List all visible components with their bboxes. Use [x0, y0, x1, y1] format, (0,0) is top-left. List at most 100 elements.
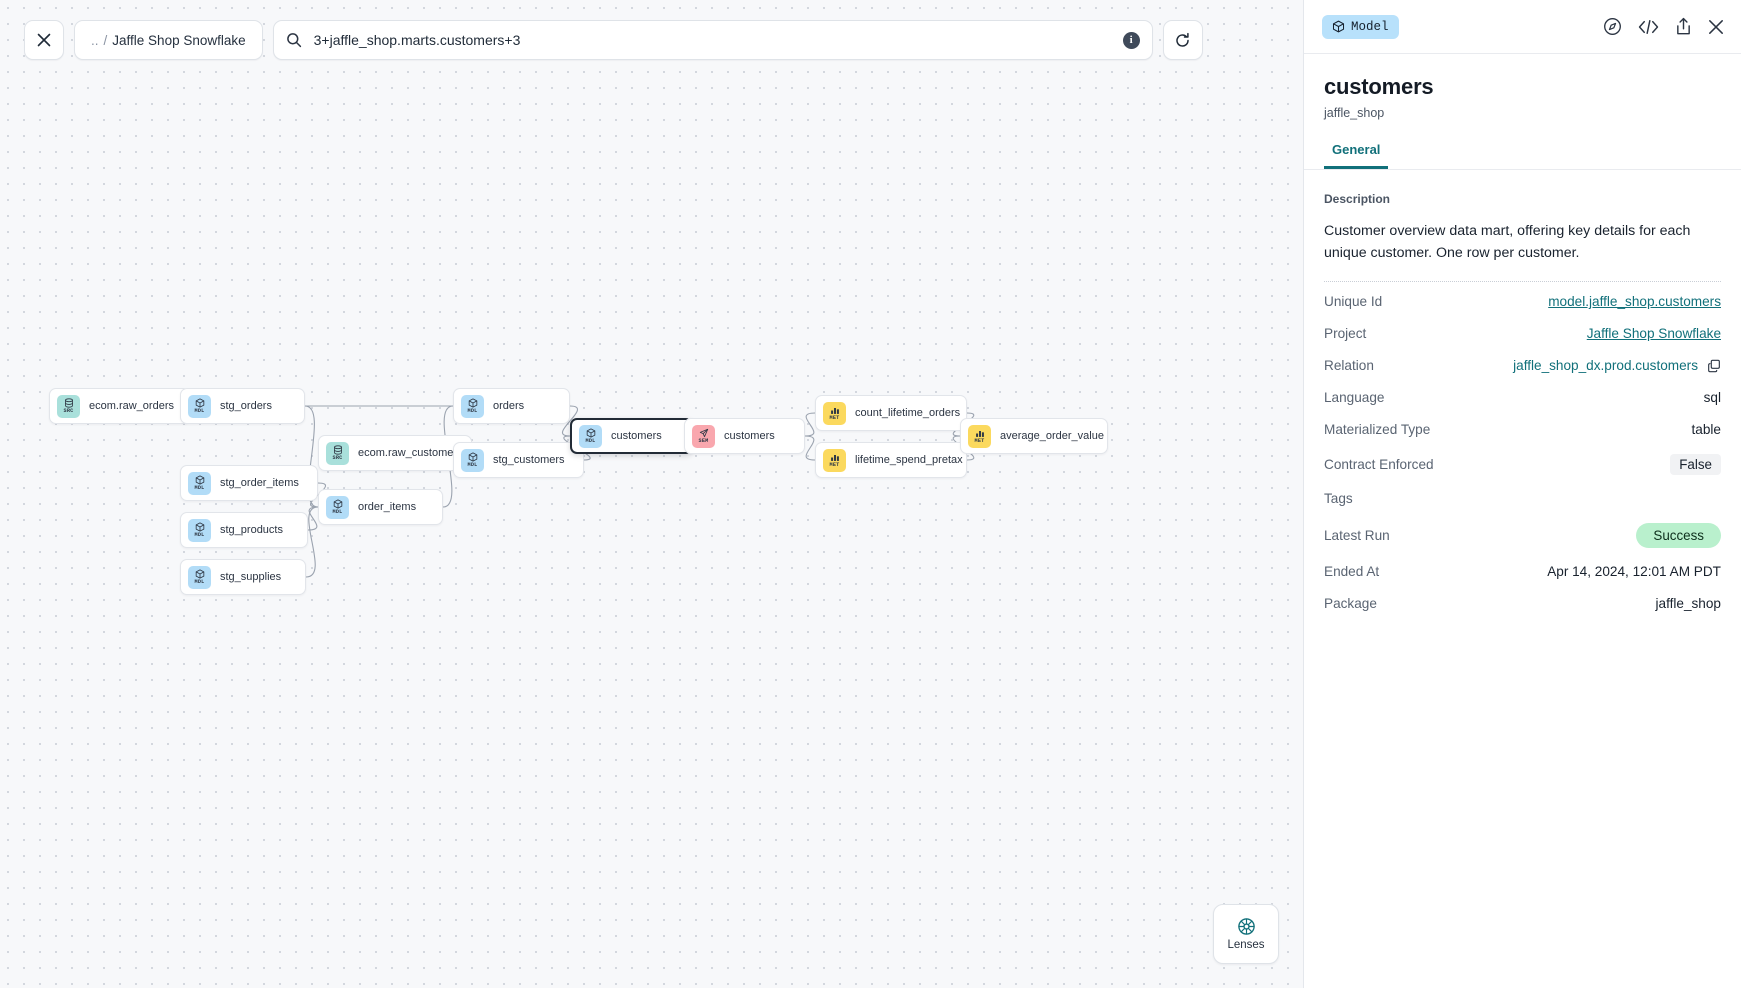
code-icon[interactable] [1638, 19, 1659, 35]
node-label: stg_order_items [220, 477, 299, 489]
lineage-canvas[interactable]: .. / Jaffle Shop Snowflake i [0, 0, 1303, 988]
metadata-key: Latest Run [1324, 527, 1390, 543]
lineage-edges [172, 405, 975, 578]
metadata-key: Contract Enforced [1324, 456, 1434, 472]
node-type-badge-mdl-icon: MDL [461, 448, 484, 472]
metadata-row: Relation jaffle_shop_dx.prod.customers [1324, 350, 1721, 382]
page-title: customers [1324, 74, 1434, 99]
graph-node-ecom_raw_orders[interactable]: SRC ecom.raw_orders [49, 388, 190, 424]
panel-body: Description Customer overview data mart,… [1304, 170, 1741, 620]
graph-node-count_lifetime_orders[interactable]: MET count_lifetime_orders [815, 395, 967, 431]
close-icon [37, 33, 51, 47]
lineage-edge [307, 506, 319, 531]
breadcrumb-prefix: .. [91, 32, 99, 48]
node-type-badge-sem-icon: SEM [692, 424, 715, 448]
refresh-button[interactable] [1162, 20, 1203, 60]
node-label: ecom.raw_orders [89, 400, 174, 412]
node-type-badge-mdl-icon: MDL [188, 565, 211, 589]
breadcrumb[interactable]: .. / Jaffle Shop Snowflake [74, 20, 263, 60]
metadata-key: Package [1324, 596, 1377, 612]
graph-node-customers_model[interactable]: MDL customers [570, 418, 693, 454]
node-type-badge-mdl-icon: MDL [461, 394, 484, 418]
node-type-badge-met-icon: MET [968, 424, 991, 448]
node-label: orders [493, 400, 525, 412]
metadata-row: Unique Id model.jaffle_shop.customers [1324, 286, 1721, 318]
copy-relation-button[interactable] [1707, 359, 1721, 373]
details-panel: Model [1303, 0, 1741, 988]
node-label: stg_orders [220, 400, 272, 412]
refresh-icon [1176, 32, 1189, 47]
lenses-button[interactable]: Lenses [1213, 904, 1279, 964]
status-badge: Success [1636, 522, 1721, 548]
graph-node-stg_customers[interactable]: MDL stg_customers [453, 442, 584, 478]
tab-general[interactable]: General [1324, 142, 1389, 169]
node-type-badge-mdl-icon: MDL [188, 394, 211, 418]
metadata-key: Unique Id [1324, 294, 1383, 310]
close-panel-icon[interactable] [1708, 19, 1724, 35]
share-icon[interactable] [1675, 17, 1692, 36]
node-label: count_lifetime_orders [855, 407, 961, 419]
metadata-value-group: Success [1636, 522, 1721, 548]
close-lineage-button[interactable] [24, 20, 64, 60]
metadata-value[interactable]: model.jaffle_shop.customers [1548, 294, 1721, 310]
graph-node-orders[interactable]: MDL orders [453, 388, 570, 424]
lineage-edge [804, 435, 816, 461]
page-subtitle: jaffle_shop [1324, 106, 1385, 120]
metadata-key: Language [1324, 390, 1385, 406]
node-type-badge-met-icon: MET [823, 401, 846, 425]
metadata-value-group: jaffle_shop_dx.prod.customers [1513, 358, 1721, 373]
metadata-key: Relation [1324, 358, 1374, 374]
metadata-value[interactable]: jaffle_shop_dx.prod.customers [1513, 358, 1698, 374]
description-text: Customer overview data mart, offering ke… [1324, 223, 1691, 262]
copy-icon [1708, 359, 1720, 373]
graph-node-average_order_value[interactable]: MET average_order_value [960, 418, 1108, 454]
node-label: average_order_value [1000, 430, 1104, 442]
node-label: stg_customers [493, 454, 565, 466]
panel-title-block: customers jaffle_shop [1304, 54, 1741, 120]
node-label: customers [724, 430, 775, 442]
node-type-badge-src-icon: SRC [57, 394, 80, 418]
metadata-value-group: False [1670, 453, 1721, 475]
graph-node-customers_semantic[interactable]: SEM customers [684, 418, 805, 454]
lenses-label: Lenses [1227, 939, 1265, 951]
explore-icon[interactable] [1603, 17, 1622, 36]
breadcrumb-separator: / [103, 32, 108, 48]
metadata-row: Tags [1324, 483, 1721, 515]
resource-type-chip[interactable]: Model [1322, 14, 1399, 39]
node-type-badge-src-icon: SRC [326, 441, 349, 465]
cube-icon [1332, 20, 1345, 33]
node-type-badge-mdl-icon: MDL [188, 518, 211, 542]
node-label: order_items [358, 501, 417, 513]
node-label: customers [611, 430, 662, 442]
metadata-value-group: Apr 14, 2024, 12:01 AM PDT [1547, 564, 1721, 579]
lineage-search[interactable]: i [272, 20, 1153, 60]
metadata-key: Tags [1324, 491, 1353, 507]
canvas-toolbar: .. / Jaffle Shop Snowflake i [24, 20, 1203, 60]
node-type-badge-mdl-icon: MDL [579, 424, 602, 448]
panel-tabs: General [1304, 142, 1741, 170]
description-label: Description [1324, 192, 1391, 206]
info-icon[interactable]: i [1122, 31, 1140, 49]
divider [1324, 280, 1721, 282]
search-input[interactable] [301, 32, 1123, 48]
details-panel-header: Model [1304, 0, 1741, 54]
metadata-value[interactable]: Jaffle Shop Snowflake [1586, 326, 1721, 342]
panel-actions [1603, 17, 1724, 36]
metadata-value-group: sql [1704, 390, 1721, 405]
metadata-value-group: table [1692, 422, 1721, 437]
graph-node-stg_orders[interactable]: MDL stg_orders [180, 388, 305, 424]
metadata-value: Apr 14, 2024, 12:01 AM PDT [1547, 564, 1721, 580]
search-icon [286, 33, 301, 48]
